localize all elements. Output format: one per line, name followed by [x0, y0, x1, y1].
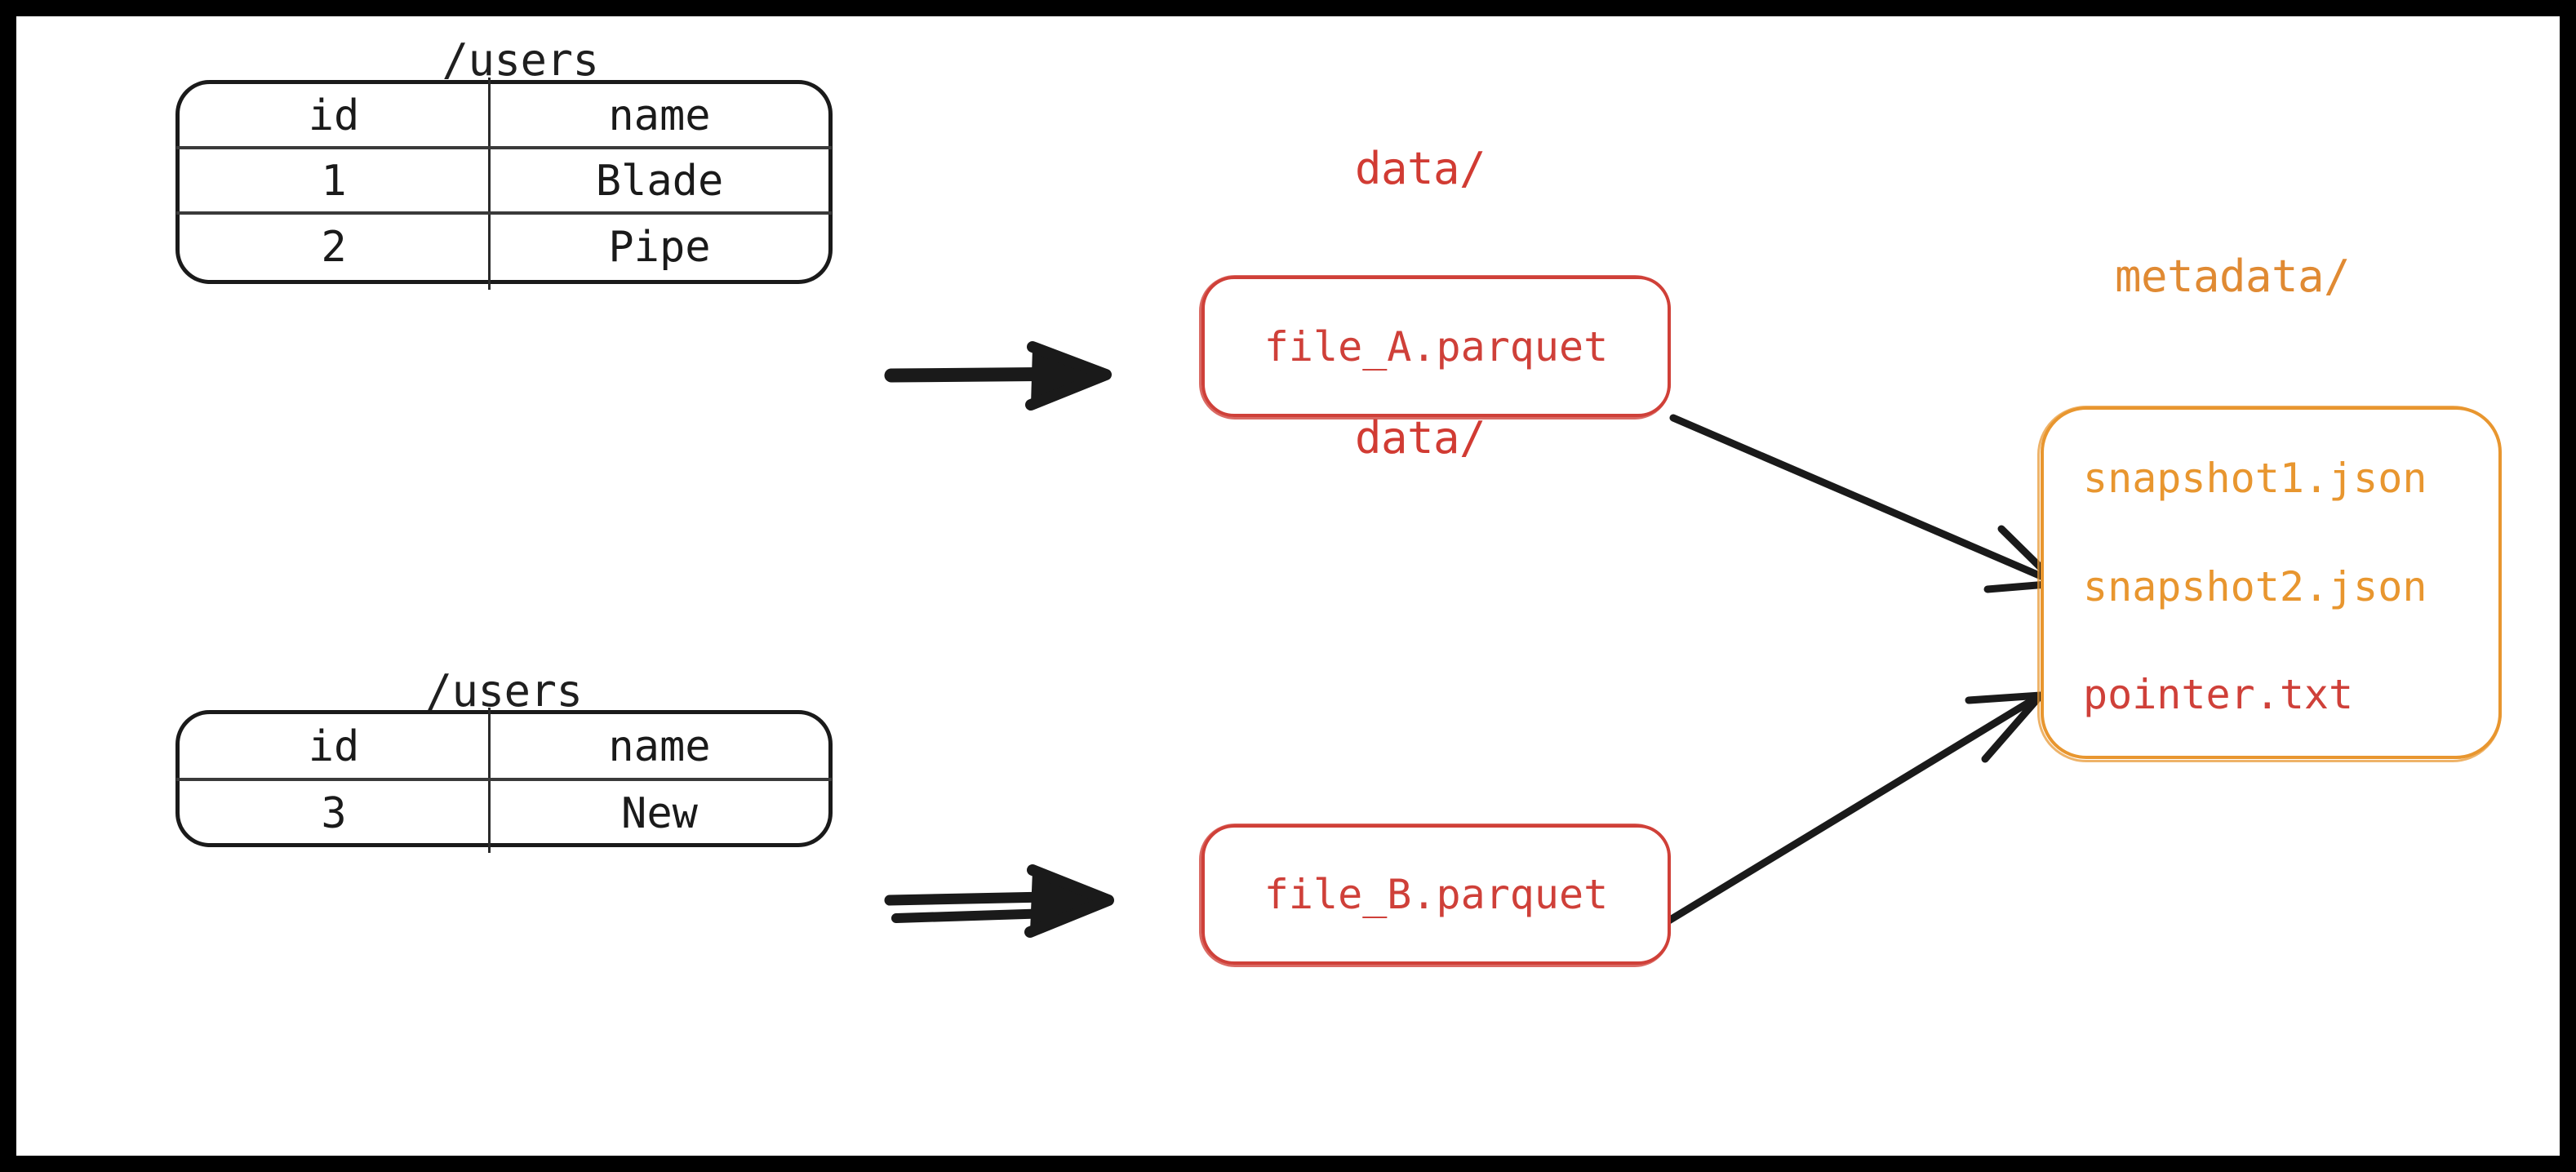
table-1-row-divider-2	[176, 211, 832, 215]
table-1-label: /users	[442, 34, 599, 86]
table-1-row-1-id: 1	[321, 157, 347, 206]
file-box-b: file_B.parquet	[1199, 824, 1671, 967]
table-2-row-1-name: New	[621, 789, 698, 838]
metadata-dir-label: metadata/	[2114, 251, 2351, 302]
table-1-header-id: id	[308, 91, 360, 140]
data-dir-2-label: data/	[1354, 412, 1486, 464]
metadata-file-snapshot1: snapshot1.json	[2083, 455, 2427, 502]
table-2-label: /users	[425, 665, 583, 717]
users-table-2: id name 3 New	[175, 708, 833, 853]
users-table-1: id name 1 Blade 2 Pipe	[175, 78, 833, 290]
metadata-box: snapshot1.json snapshot2.json pointer.tx…	[2037, 406, 2502, 762]
table-2-header-id: id	[308, 722, 360, 771]
arrow-table1-to-fileA	[884, 341, 1112, 411]
table-1-row-1-name: Blade	[595, 157, 724, 206]
metadata-file-pointer: pointer.txt	[2083, 671, 2354, 718]
table-1-header-name: name	[608, 91, 711, 140]
arrow-table2-to-fileB	[884, 864, 1114, 938]
data-dir-1-label: data/	[1354, 143, 1486, 194]
file-box-a: file_A.parquet	[1199, 275, 1671, 420]
metadata-file-snapshot2: snapshot2.json	[2083, 563, 2427, 610]
table-1-column-divider	[488, 78, 491, 290]
table-2-header-name: name	[608, 722, 711, 771]
table-2-row-1-id: 3	[321, 789, 347, 838]
arrow-fileB-to-snapshot2	[1659, 691, 2045, 928]
table-2-row-divider-1	[176, 778, 832, 781]
table-1-row-2-id: 2	[321, 223, 347, 272]
file-box-a-name: file_A.parquet	[1264, 322, 1609, 371]
arrow-fileA-to-snapshot1	[1669, 414, 2061, 593]
table-1-row-divider-1	[176, 146, 832, 149]
table-1-row-2-name: Pipe	[608, 223, 711, 272]
diagram-canvas: /users id name 1 Blade 2 Pipe /users id …	[16, 16, 2560, 1156]
file-box-b-name: file_B.parquet	[1264, 871, 1609, 918]
